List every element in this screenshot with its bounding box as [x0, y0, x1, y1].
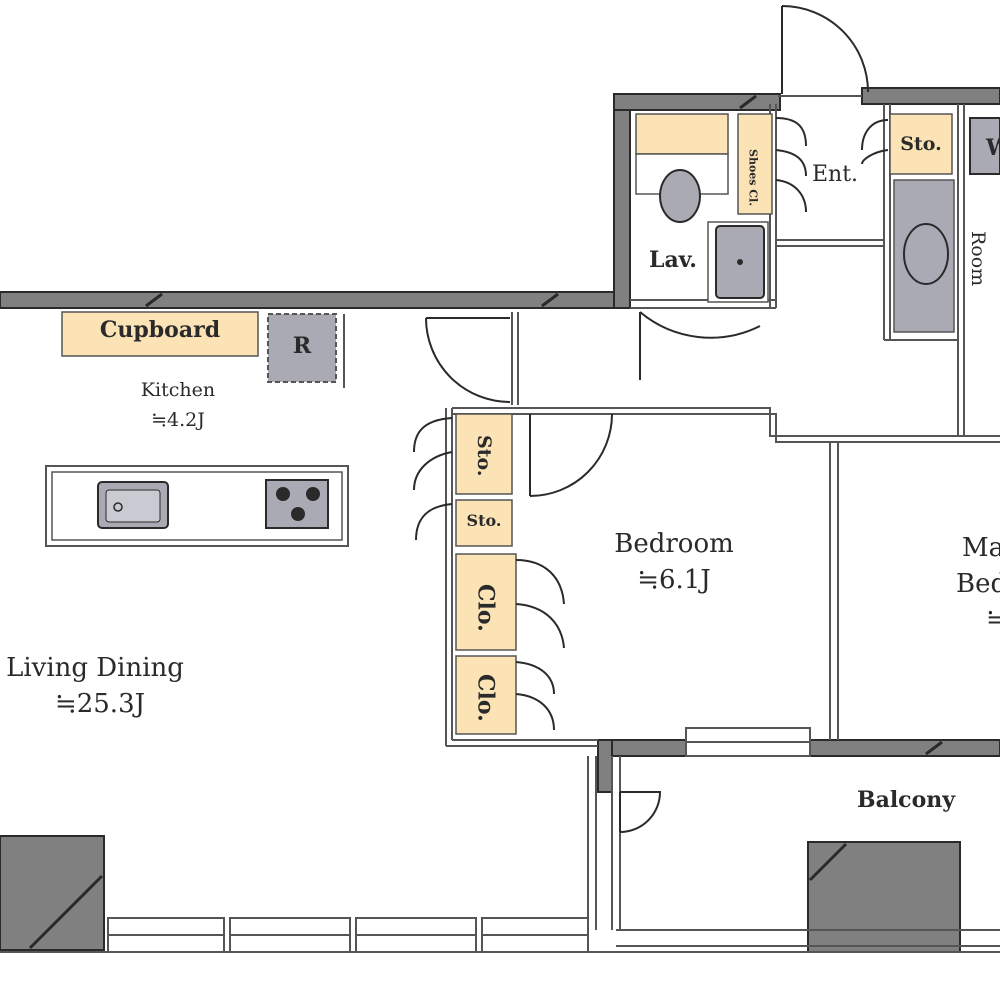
master-bedroom-name-line1: Ma — [962, 533, 1000, 563]
kitchen-area: ≒4.2J — [151, 409, 205, 431]
top-hatches — [145, 94, 943, 756]
master-bedroom-area: ≒ — [986, 605, 1000, 635]
closet-1-label: Clo. — [472, 584, 499, 632]
cupboard-label: Cupboard — [99, 317, 221, 343]
refrigerator-label: R — [292, 333, 312, 359]
sto-hall-1-label: Sto. — [472, 435, 495, 477]
sto-top-label: Sto. — [900, 133, 942, 155]
toilet-icon — [659, 169, 701, 223]
lavatory-name: Lav. — [649, 247, 697, 273]
lavatory-fixtures — [635, 117, 1000, 333]
master-bedroom-name-line2: Bed — [956, 569, 1000, 599]
refrigerator-box — [267, 313, 337, 383]
bedroom-name: Bedroom — [614, 529, 734, 559]
living-dining-area: ≒25.3J — [54, 689, 146, 719]
closet-2-label: Clo. — [472, 674, 499, 722]
sto-hall-2-label: Sto. — [466, 511, 502, 530]
shoe-cabinet-label: Shoes Cl. — [746, 149, 760, 207]
w-unit-label: W — [986, 135, 1000, 161]
windows — [107, 727, 1000, 953]
living-dining-name: Living Dining — [6, 653, 184, 683]
structural-columns — [0, 835, 961, 953]
entrance-name: Ent. — [811, 162, 859, 187]
floor-edge — [0, 756, 1000, 953]
door-swings — [413, 5, 889, 833]
column-hatch — [28, 842, 848, 950]
bedroom-area: ≒6.1J — [637, 565, 711, 595]
kitchen-counter — [45, 465, 349, 547]
storage-boxes — [455, 113, 953, 735]
wash-basin-icon — [903, 223, 949, 285]
cupboard-box — [61, 311, 259, 357]
kitchen-name: Kitchen — [140, 379, 216, 401]
balcony-name: Balcony — [856, 787, 956, 813]
room-right-name: Room — [966, 231, 989, 287]
